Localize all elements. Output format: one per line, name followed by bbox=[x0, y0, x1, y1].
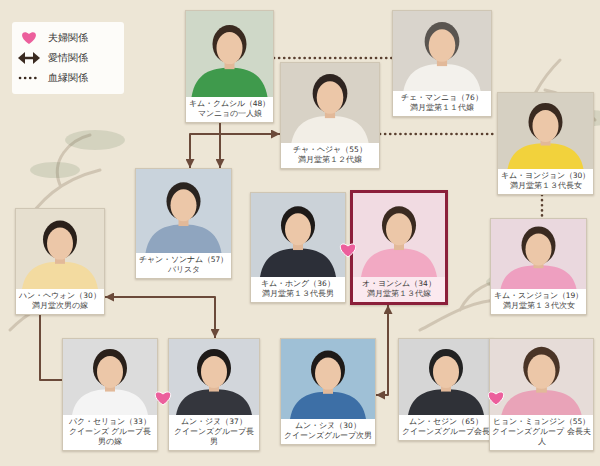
person-role: クイーンズグループ次男 bbox=[283, 431, 373, 441]
person-card: ムン・セジン（65）クイーンズグループ会長 bbox=[398, 338, 494, 441]
legend-text: 血縁関係 bbox=[48, 71, 88, 85]
person-name: キム・スンジョン（19） bbox=[493, 291, 584, 301]
person-card: チェ・マンニョ（76）満月堂第１１代嬢 bbox=[392, 10, 492, 117]
card-caption: ムン・ジヌ（37）クイーンズグループ長男 bbox=[169, 415, 259, 450]
relation-arrow bbox=[219, 123, 221, 168]
person-name: オ・ヨンシム（34） bbox=[355, 279, 443, 289]
card-caption: パク・セリョン（33）クイーンズ グループ長男の嫁 bbox=[63, 415, 157, 450]
portrait-photo bbox=[498, 93, 593, 169]
card-caption: オ・ヨンシム（34）満月堂第１３代嫁 bbox=[353, 277, 445, 302]
heart-sample bbox=[18, 31, 40, 45]
person-name: ムン・ジヌ（37） bbox=[171, 417, 257, 427]
person-role: 満月堂第１１代嬢 bbox=[395, 103, 489, 113]
legend-text: 夫婦関係 bbox=[48, 31, 88, 45]
portrait-photo bbox=[186, 11, 273, 97]
person-card: ヒョン・ミョンジン（55）クイーンズグループ 会長夫人 bbox=[489, 338, 594, 451]
card-caption: ヒョン・ミョンジン（55）クイーンズグループ 会長夫人 bbox=[490, 415, 593, 450]
card-caption: ムン・セジン（65）クイーンズグループ会長 bbox=[399, 415, 493, 440]
person-card: ムン・シヌ（30）クイーンズグループ次男 bbox=[280, 338, 376, 445]
highlight-person-card: オ・ヨンシム（34）満月堂第１３代嫁 bbox=[350, 190, 448, 305]
card-caption: キム・スンジョン（19）満月堂第１３代次女 bbox=[491, 289, 586, 314]
person-name: パク・セリョン（33） bbox=[65, 417, 155, 427]
card-caption: キム・クムシル（48）マンニョの一人娘 bbox=[186, 97, 273, 122]
person-card: ムン・ジヌ（37）クイーンズグループ長男 bbox=[168, 338, 260, 451]
person-card: チャン・ソンナム（57）バリスタ bbox=[135, 168, 232, 279]
person-name: キム・ホング（36） bbox=[253, 279, 343, 289]
portrait-photo bbox=[393, 11, 491, 91]
person-role: マンニョの一人娘 bbox=[188, 109, 271, 119]
blood-relation-line bbox=[274, 57, 392, 60]
legend-row: 夫婦関係 bbox=[18, 28, 118, 48]
relation-arrow bbox=[190, 134, 280, 168]
portrait-photo bbox=[251, 193, 345, 277]
person-name: キム・クムシル（48） bbox=[188, 99, 271, 109]
portrait-photo bbox=[399, 339, 493, 415]
legend-text: 愛情関係 bbox=[48, 51, 88, 65]
double-arrow-sample bbox=[18, 51, 40, 65]
person-role: 満月堂第１２代嬢 bbox=[283, 155, 377, 165]
portrait-photo bbox=[491, 219, 586, 289]
legend-row: 愛情関係 bbox=[18, 48, 118, 68]
person-card: キム・ヨンジョン（30）満月堂第１３代長女 bbox=[497, 92, 594, 195]
card-caption: キム・ホング（36）満月堂第１３代長男 bbox=[251, 277, 345, 302]
relation-arrow bbox=[376, 305, 388, 395]
portrait-photo bbox=[281, 63, 379, 143]
portrait-photo bbox=[136, 169, 231, 253]
person-name: チャ・ヘジャ（55） bbox=[283, 145, 377, 155]
legend-box: 夫婦関係愛情関係血縁関係 bbox=[12, 22, 124, 94]
card-caption: チャ・ヘジャ（55）満月堂第１２代嬢 bbox=[281, 143, 379, 168]
person-name: ムン・シヌ（30） bbox=[283, 421, 373, 431]
person-card: キム・スンジョン（19）満月堂第１３代次女 bbox=[490, 218, 587, 315]
person-name: ムン・セジン（65） bbox=[401, 417, 491, 427]
blood-relation-line bbox=[380, 133, 497, 136]
person-role: 満月堂次男の嫁 bbox=[18, 301, 102, 311]
card-caption: チャン・ソンナム（57）バリスタ bbox=[136, 253, 231, 278]
person-name: チェ・マンニョ（76） bbox=[395, 93, 489, 103]
person-card: ハン・ヘウォン（30）満月堂次男の嫁 bbox=[15, 208, 105, 315]
person-role: クイーンズ グループ長男の嫁 bbox=[65, 427, 155, 447]
portrait-photo bbox=[490, 339, 593, 415]
portrait-photo bbox=[63, 339, 157, 415]
portrait-photo bbox=[16, 209, 104, 289]
person-role: クイーンズグループ長男 bbox=[171, 427, 257, 447]
person-name: ヒョン・ミョンジン（55） bbox=[492, 417, 591, 427]
portrait-photo bbox=[353, 193, 445, 277]
portrait-photo bbox=[169, 339, 259, 415]
person-name: チャン・ソンナム（57） bbox=[138, 255, 229, 265]
person-role: バリスタ bbox=[138, 265, 229, 275]
blood-relation-line bbox=[541, 195, 544, 218]
person-role: 満月堂第１３代長女 bbox=[500, 181, 591, 191]
person-card: キム・クムシル（48）マンニョの一人娘 bbox=[185, 10, 274, 123]
person-role: クイーンズグループ会長 bbox=[401, 427, 491, 437]
card-caption: キム・ヨンジョン（30）満月堂第１３代長女 bbox=[498, 169, 593, 194]
person-role: 満月堂第１３代嫁 bbox=[355, 289, 443, 299]
portrait-photo bbox=[281, 339, 375, 419]
person-name: キム・ヨンジョン（30） bbox=[500, 171, 591, 181]
card-caption: チェ・マンニョ（76）満月堂第１１代嬢 bbox=[393, 91, 491, 116]
dotted-line-sample bbox=[18, 71, 40, 85]
relation-arrow bbox=[105, 297, 215, 338]
person-role: 満月堂第１３代長男 bbox=[253, 289, 343, 299]
relation-arrow bbox=[40, 315, 62, 380]
person-role: クイーンズグループ 会長夫人 bbox=[492, 427, 591, 447]
person-card: キム・ホング（36）満月堂第１３代長男 bbox=[250, 192, 346, 303]
person-card: チャ・ヘジャ（55）満月堂第１２代嬢 bbox=[280, 62, 380, 169]
person-name: ハン・ヘウォン（30） bbox=[18, 291, 102, 301]
person-card: パク・セリョン（33）クイーンズ グループ長男の嫁 bbox=[62, 338, 158, 451]
card-caption: ハン・ヘウォン（30）満月堂次男の嫁 bbox=[16, 289, 104, 314]
person-role: 満月堂第１３代次女 bbox=[493, 301, 584, 311]
card-caption: ムン・シヌ（30）クイーンズグループ次男 bbox=[281, 419, 375, 444]
legend-row: 血縁関係 bbox=[18, 68, 118, 88]
